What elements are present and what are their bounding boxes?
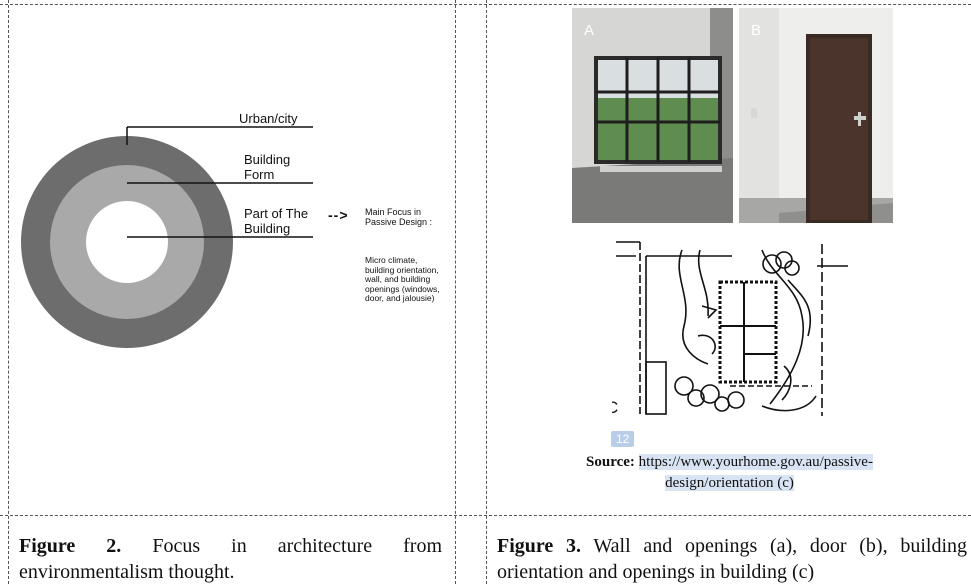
table-border-top — [0, 4, 971, 5]
main-focus-description: Micro climate, building orientation, wal… — [365, 255, 440, 303]
photo-b-label: B — [751, 22, 762, 39]
table-border-left — [8, 0, 9, 584]
photo-a-label: A — [584, 22, 595, 39]
figure-3-caption: Figure 3. Wall and openings (a), door (b… — [497, 533, 967, 585]
table-border-middle-1 — [455, 0, 456, 584]
figure-2-caption-text: Focus in architecture from environmental… — [19, 535, 443, 583]
table-border-row-divider — [0, 515, 971, 516]
drawing-c-site-plan: C — [612, 236, 854, 431]
photo-a-wall-openings: A — [572, 8, 733, 223]
drawing-c-label: C — [612, 398, 619, 417]
figure-2-caption: Figure 2. Focus in architecture from env… — [19, 533, 442, 585]
figure-2-cell: Urban/city Building Form Part of The Bui… — [8, 5, 455, 515]
inner-circle-part-of-building — [86, 201, 168, 283]
label-part-of-building: Part of The Building — [244, 206, 309, 236]
source-url-line-1[interactable]: https://www.yourhome.gov.au/passive- — [638, 454, 873, 470]
source-label: Source: — [586, 454, 635, 470]
figure-2-caption-label: Figure 2. — [19, 535, 122, 557]
figure-3-caption-label: Figure 3. — [497, 535, 582, 557]
label-building-form: Building Form — [244, 152, 291, 182]
concentric-rings-diagram — [21, 126, 313, 348]
source-url-line-2[interactable]: design/orientation (c) — [665, 475, 794, 491]
table-border-middle-2 — [486, 0, 487, 584]
annotation-badge[interactable]: 12 — [611, 431, 635, 447]
arrow-to-focus: --> — [328, 207, 349, 223]
source-citation: Source: https://www.yourhome.gov.au/pass… — [488, 452, 971, 494]
main-focus-title: Main Focus in Passive Design : — [365, 207, 433, 227]
photo-b-door: B — [739, 8, 893, 223]
figure-3-caption-text: Wall and openings (a), door (b), buildin… — [497, 535, 967, 583]
label-urban-city: Urban/city — [239, 111, 298, 126]
